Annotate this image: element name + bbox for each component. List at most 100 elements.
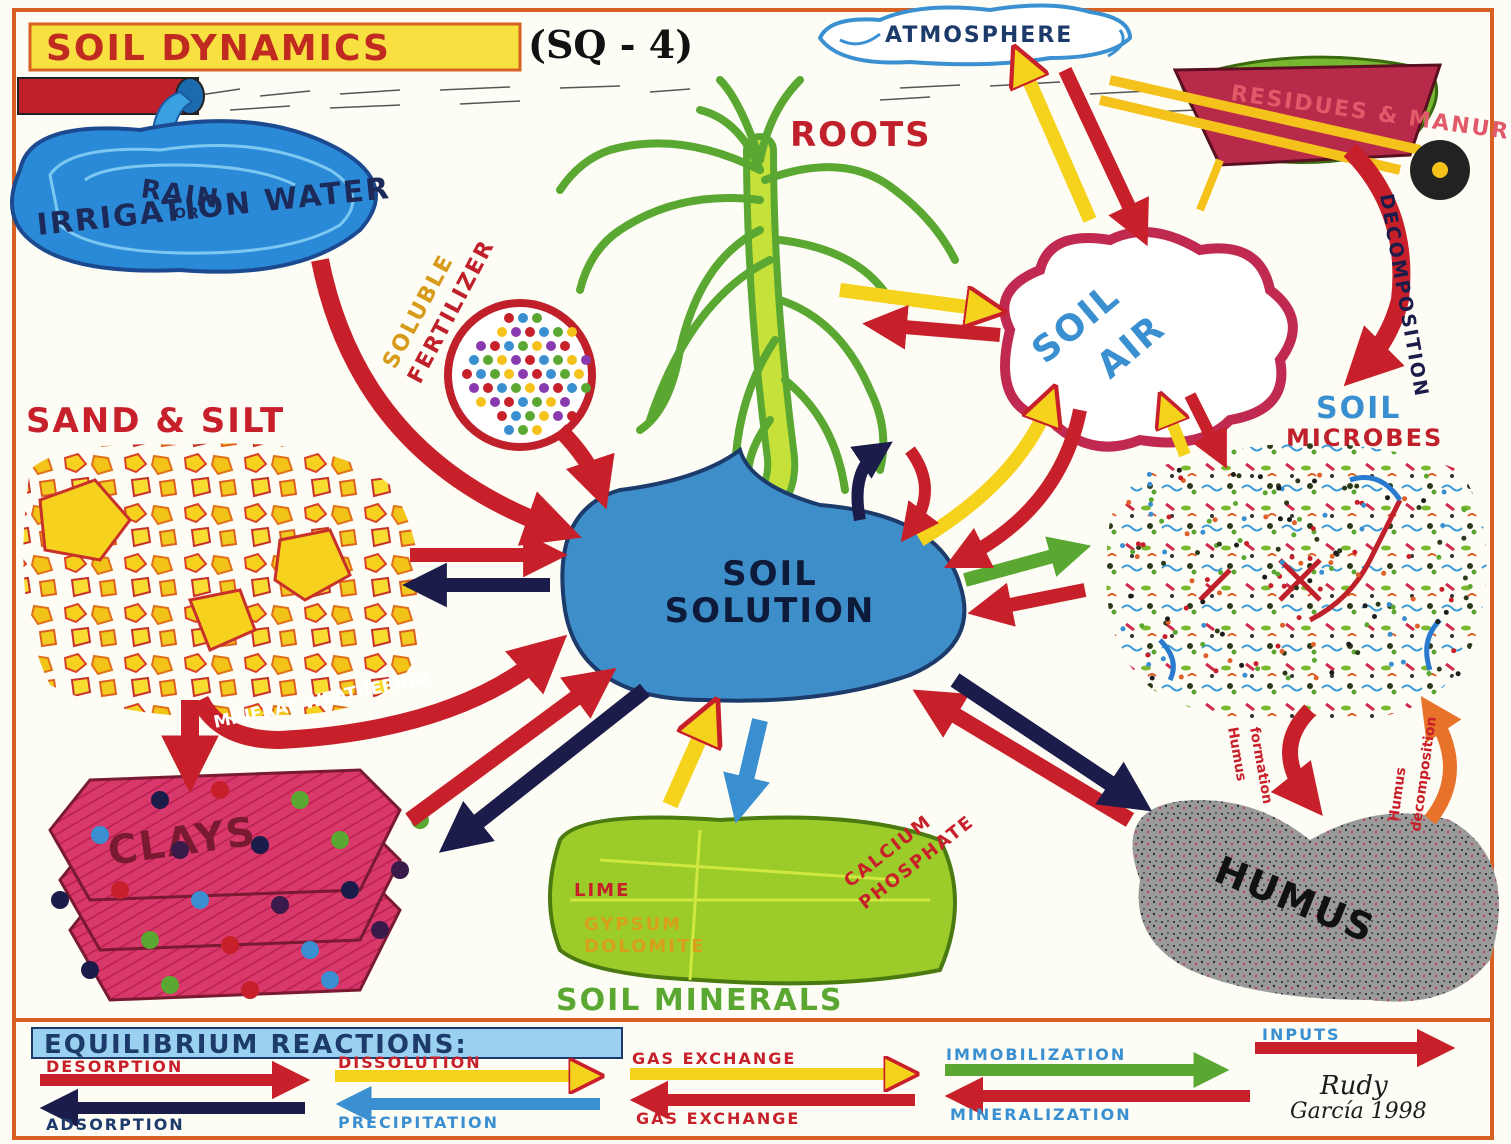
- legend-dissolution-label: DISSOLUTION: [338, 1053, 482, 1072]
- microbe-particle: [1292, 520, 1297, 525]
- microbe-particle: [1237, 473, 1242, 478]
- microbe-particle: [1145, 653, 1150, 658]
- fertilizer-granule: [546, 369, 556, 379]
- microbe-particle: [1275, 572, 1280, 577]
- clay-cation: [251, 836, 269, 854]
- microbe-particle: [1262, 575, 1267, 580]
- microbe-particle: [1239, 663, 1244, 668]
- microbe-particle: [1363, 603, 1368, 608]
- legend-gas-out-label: GAS EXCHANGE: [636, 1109, 800, 1128]
- microbe-particle: [1354, 484, 1359, 489]
- microbe-particle: [1311, 642, 1316, 647]
- fertilizer-granule: [574, 369, 584, 379]
- microbe-particle: [1283, 671, 1288, 676]
- lime-label: LIME: [574, 880, 630, 901]
- microbe-particle: [1163, 634, 1168, 639]
- fertilizer-granule: [518, 369, 528, 379]
- microbe-particle: [1437, 540, 1442, 545]
- clay-cation: [271, 896, 289, 914]
- microbe-particle: [1356, 572, 1361, 577]
- microbe-particle: [1203, 653, 1208, 658]
- microbe-particle: [1280, 649, 1285, 654]
- clay-cation: [51, 891, 69, 909]
- microbe-particle: [1148, 502, 1153, 507]
- microbe-particle: [1385, 495, 1390, 500]
- microbe-particle: [1451, 648, 1456, 653]
- clay-cation: [111, 881, 129, 899]
- fertilizer-granule: [511, 411, 521, 421]
- legend-inputs-label: INPUTS: [1262, 1025, 1341, 1044]
- arrow-air-to-roots: [880, 325, 1000, 335]
- microbe-particle: [1456, 671, 1461, 676]
- soil-solution-label-2: SOLUTION: [665, 591, 876, 631]
- clay-cation: [371, 921, 389, 939]
- fertilizer-granule: [525, 327, 535, 337]
- fertilizer-granule: [497, 327, 507, 337]
- microbe-particle: [1161, 656, 1166, 661]
- microbe-particle: [1352, 550, 1357, 555]
- fertilizer-granule: [476, 397, 486, 407]
- microbe-particle: [1437, 667, 1442, 672]
- microbe-particle: [1263, 514, 1268, 519]
- fertilizer-granule: [504, 397, 514, 407]
- fertilizer-granule: [490, 341, 500, 351]
- microbe-particle: [1130, 549, 1135, 554]
- fertilizer-granule: [532, 313, 542, 323]
- microbe-particle: [1228, 658, 1233, 663]
- fertilizer-granule: [525, 411, 535, 421]
- fertilizer-granule: [518, 397, 528, 407]
- microbe-particle: [1201, 623, 1206, 628]
- microbe-particle: [1185, 531, 1190, 536]
- fertilizer-granule: [497, 355, 507, 365]
- fertilizer-granule: [539, 355, 549, 365]
- clay-cation: [301, 941, 319, 959]
- fertilizer-granule: [511, 383, 521, 393]
- fertilizer-granule: [567, 411, 577, 421]
- fertilizer-granule: [532, 397, 542, 407]
- fertilizer-granule: [539, 327, 549, 337]
- clay-cation: [391, 861, 409, 879]
- fertilizer-granule: [532, 425, 542, 435]
- microbe-particle: [1389, 662, 1394, 667]
- fertilizer-granule: [546, 397, 556, 407]
- microbe-particle: [1286, 676, 1291, 681]
- microbe-particle: [1120, 543, 1125, 548]
- microbe-particle: [1401, 660, 1406, 665]
- microbe-particle: [1128, 594, 1133, 599]
- legend-gas-in-label: GAS EXCHANGE: [632, 1049, 796, 1068]
- microbe-particle: [1464, 595, 1469, 600]
- fertilizer-granule: [511, 355, 521, 365]
- clays-stack: CLAYS: [50, 770, 429, 1000]
- microbe-particle: [1167, 515, 1172, 520]
- fertilizer-granule: [511, 327, 521, 337]
- fertilizer-granule: [469, 383, 479, 393]
- fertilizer-granule: [490, 397, 500, 407]
- fertilizer-granule: [532, 369, 542, 379]
- microbe-particle: [1342, 486, 1347, 491]
- clay-cation: [341, 881, 359, 899]
- microbe-particle: [1372, 614, 1377, 619]
- dolomite-label: DOLOMITE: [584, 936, 706, 957]
- microbe-particle: [1311, 526, 1316, 531]
- microbe-particle: [1381, 571, 1386, 576]
- fertilizer-granule: [525, 355, 535, 365]
- fertilizer-granule: [567, 383, 577, 393]
- microbe-particle: [1416, 505, 1421, 510]
- fertilizer-granule: [504, 369, 514, 379]
- microbe-particle: [1214, 668, 1219, 673]
- microbe-particle: [1287, 517, 1292, 522]
- microbe-particle: [1184, 606, 1189, 611]
- microbe-particle: [1263, 490, 1268, 495]
- microbe-particle: [1200, 642, 1205, 647]
- microbe-particle: [1200, 530, 1205, 535]
- microbe-particle: [1297, 615, 1302, 620]
- microbe-particle: [1388, 632, 1393, 637]
- clay-cation: [141, 931, 159, 949]
- microbe-particle: [1149, 512, 1154, 517]
- fertilizer-granule: [462, 369, 472, 379]
- microbe-particle: [1254, 661, 1259, 666]
- microbe-particle: [1440, 523, 1445, 528]
- microbe-particle: [1439, 587, 1444, 592]
- microbe-particle: [1462, 507, 1467, 512]
